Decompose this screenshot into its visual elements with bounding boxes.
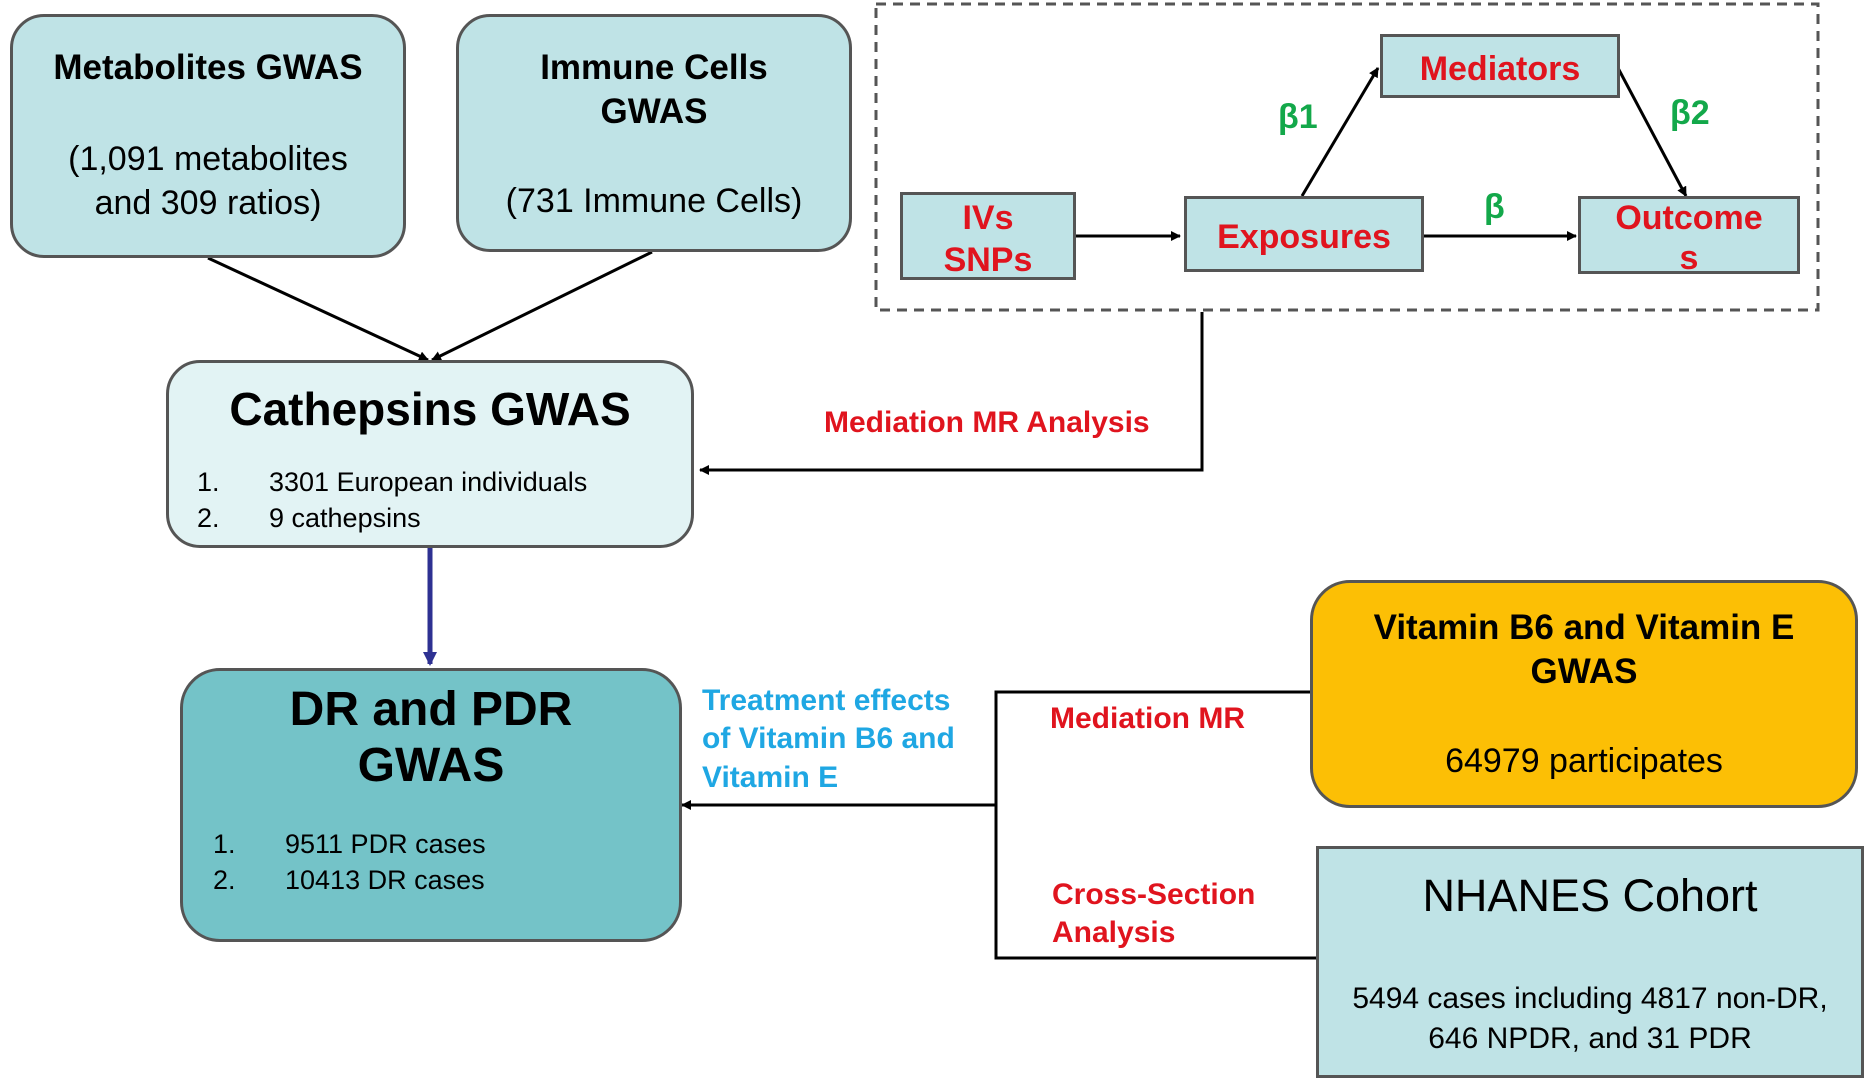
metabolites-title: Metabolites GWAS [53,48,363,87]
list-item: 1.9511 PDR cases [213,829,486,859]
immune-cells-gwas-box: Immune Cells GWAS (731 Immune Cells) [456,14,852,252]
mediation-mr-analysis-label: Mediation MR Analysis [824,406,1150,439]
vitamin-title-line2: GWAS [1530,652,1638,691]
beta1-label: β1 [1278,98,1318,136]
arrow-exposures-mediators [1300,67,1380,197]
treatment-line2: of Vitamin B6 and [702,722,955,756]
dr-pdr-title-line2: GWAS [357,739,505,792]
nhanes-cohort-box: NHANES Cohort 5494 cases including 4817 … [1316,846,1864,1078]
immune-title-line1: Immune Cells [540,48,768,87]
outcomes-box: Outcome s [1578,196,1800,277]
cathepsins-title: Cathepsins GWAS [229,383,631,435]
mediation-model-frame [874,2,1820,312]
exposures-label: Exposures [1217,218,1391,256]
mediators-label: Mediators [1419,50,1581,88]
ivs-label: IVs [962,199,1014,237]
cross-section-line1: Cross-Section [1052,878,1256,911]
bracket-vitamin-nhanes [994,690,1316,960]
metabolites-line1: (1,091 metabolites [68,140,348,178]
cross-section-line2: Analysis [1052,916,1176,950]
metabolites-line2: and 309 ratios) [94,184,322,222]
cross-section-label: Cross-Section Analysis [1052,876,1255,953]
dr-pdr-title-line1: DR and PDR [289,683,573,736]
outcomes-label-line2: s [1679,239,1699,277]
list-item: 2.9 cathepsins [197,502,421,533]
nhanes-line1: 5494 cases including 4817 non-DR, [1352,982,1828,1015]
immune-title-line2: GWAS [600,92,708,131]
treatment-line1: Treatment effects [702,684,951,717]
treatment-effects-label: Treatment effects of Vitamin B6 and Vita… [702,682,955,797]
cathepsins-gwas-box: Cathepsins GWAS 1.3301 European individu… [166,360,694,548]
vitamin-gwas-box: Vitamin B6 and Vitamin E GWAS 64979 part… [1310,580,1858,808]
list-item: 1.3301 European individuals [197,467,588,497]
metabolites-gwas-box: Metabolites GWAS (1,091 metabolites and … [10,14,406,258]
exposures-box: Exposures [1184,196,1424,272]
ivs-snps-box: IVs SNPs [900,192,1076,280]
dr-pdr-gwas-box: DR and PDR GWAS 1.9511 PDR cases 2.10413… [180,668,682,942]
cathepsins-list: 1.3301 European individuals 2.9 cathepsi… [197,465,587,537]
mediation-mr-label: Mediation MR [1050,702,1245,735]
immune-detail: (731 Immune Cells) [505,182,803,220]
outcomes-label-line1: Outcome [1615,199,1763,237]
beta2-label: β2 [1670,94,1710,132]
arrow-frame-cathepsins [699,312,1204,475]
nhanes-title: NHANES Cohort [1422,870,1758,921]
snps-label: SNPs [943,241,1033,279]
arrow-mediators-outcomes [1616,67,1688,197]
arrow-metabolites-cathepsins [207,256,429,362]
vitamin-title-line1: Vitamin B6 and Vitamin E [1373,608,1795,647]
treatment-line3: Vitamin E [702,760,839,794]
nhanes-line2: 646 NPDR, and 31 PDR [1428,1022,1752,1055]
dr-pdr-list: 1.9511 PDR cases 2.10413 DR cases [213,827,486,899]
mediators-box: Mediators [1380,34,1620,98]
arrow-immune-cathepsins [431,250,653,362]
vitamin-detail: 64979 participates [1445,742,1723,780]
list-item: 2.10413 DR cases [213,864,485,895]
beta-label: β [1484,188,1505,226]
